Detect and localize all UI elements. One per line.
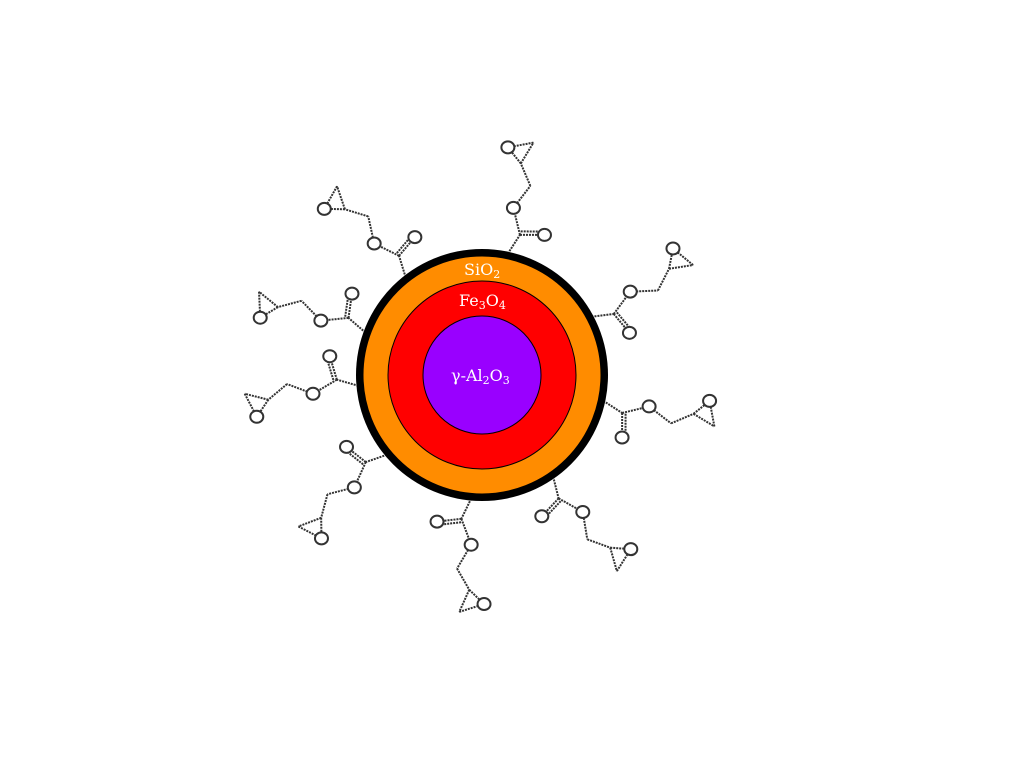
oxygen-atom: [318, 203, 331, 215]
oxygen-atom: [408, 231, 421, 243]
oxygen-atom: [345, 288, 358, 300]
ligand-5: [245, 350, 359, 423]
ligand-7: [431, 499, 491, 612]
oxygen-atom: [623, 327, 636, 339]
bond-line: [658, 269, 669, 291]
ligand-1: [501, 141, 551, 253]
oxygen-atom: [315, 532, 328, 544]
al2o3-label: γ-Al2O3: [451, 366, 510, 387]
bond-line: [268, 384, 287, 400]
bond-line: [345, 209, 368, 216]
oxygen-atom: [616, 431, 629, 443]
oxygen-atom: [507, 202, 520, 214]
oxygen-atom: [703, 395, 716, 407]
oxygen-atom: [254, 312, 267, 324]
bond-line: [278, 301, 302, 307]
ligand-9: [254, 288, 366, 333]
oxygen-atom: [535, 510, 548, 522]
bond-line: [337, 186, 345, 209]
oxygen-atom: [624, 543, 637, 555]
bond-line: [553, 477, 558, 499]
oxygen-atom: [624, 286, 637, 298]
oxygen-atom: [666, 243, 679, 255]
oxygen-atom: [576, 506, 589, 518]
bond-line: [591, 314, 613, 317]
ligand-6: [298, 441, 387, 545]
oxygen-atom: [368, 238, 381, 250]
bond-line: [521, 143, 534, 164]
bond-line: [610, 548, 617, 571]
oxygen-atom: [478, 598, 491, 610]
oxygen-atom: [465, 539, 478, 551]
ligand-4: [603, 395, 716, 444]
oxygen-atom: [431, 516, 444, 528]
bond-line: [521, 163, 531, 185]
bond-line: [366, 455, 387, 462]
bond-line: [694, 414, 715, 427]
bond-line: [671, 414, 693, 424]
bond-line: [461, 499, 471, 519]
oxygen-atom: [643, 400, 656, 412]
ligand-8: [535, 477, 637, 572]
ligand-3: [591, 243, 693, 339]
ligand-2: [318, 186, 422, 277]
oxygen-atom: [306, 388, 319, 400]
bond-line: [457, 569, 469, 590]
bond-line: [348, 318, 365, 333]
oxygen-atom: [501, 141, 514, 153]
bond-line: [298, 518, 321, 527]
bond-line: [337, 380, 359, 386]
bond-line: [603, 401, 622, 413]
bond-line: [321, 494, 327, 518]
oxygen-atom: [314, 315, 327, 327]
oxygen-atom: [250, 411, 263, 423]
bond-line: [587, 539, 610, 547]
bond-line: [669, 265, 693, 269]
bond-line: [259, 292, 278, 307]
oxygen-atom: [323, 350, 336, 362]
oxygen-atom: [348, 481, 361, 493]
bond-line: [399, 256, 406, 277]
bond-line: [508, 235, 520, 254]
oxygen-atom: [538, 229, 551, 241]
oxygen-atom: [340, 441, 353, 453]
